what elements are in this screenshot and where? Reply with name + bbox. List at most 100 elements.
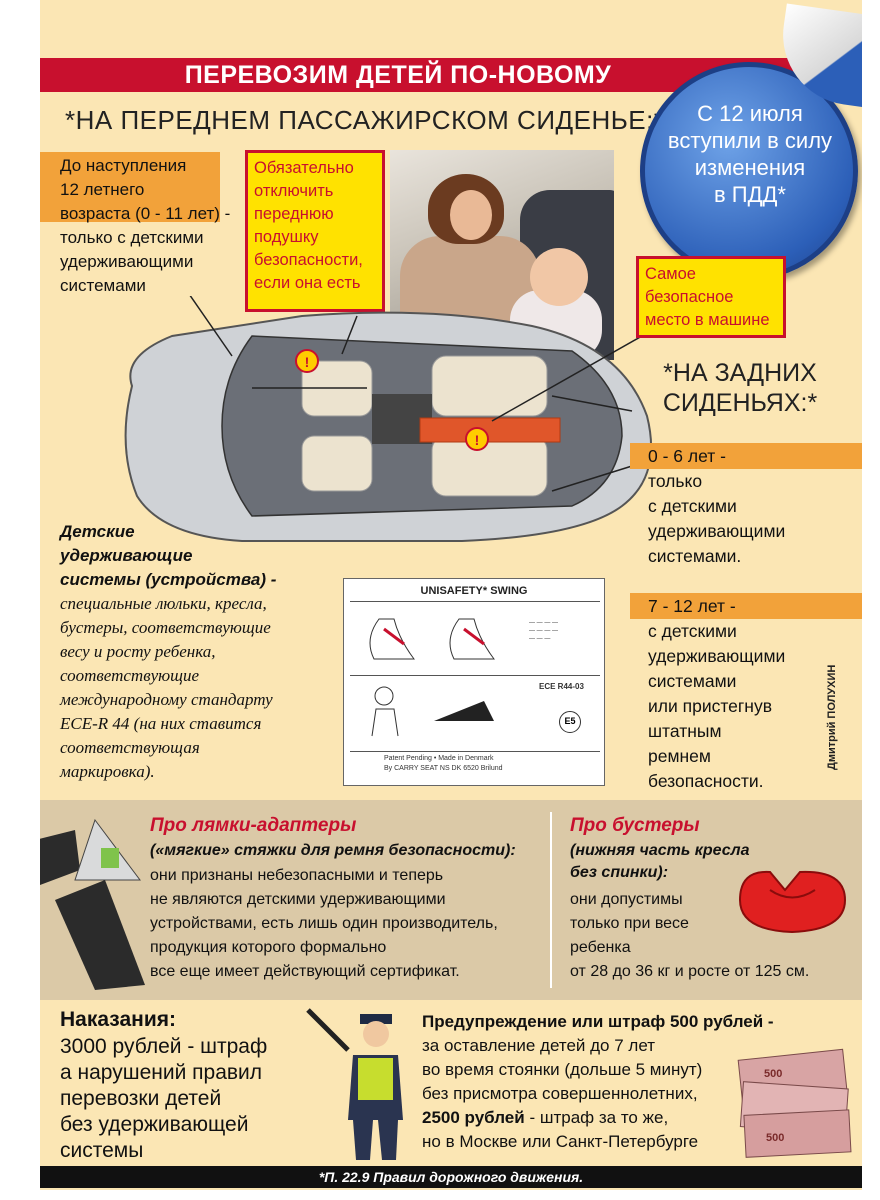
- penalty-line: 3000 рублей - штраф: [60, 1035, 268, 1058]
- label-standard-code: ECE R44-03: [539, 682, 584, 691]
- warning-line: 2500 рублей - штраф за то же,: [422, 1106, 742, 1130]
- footnote-bar: [40, 1166, 862, 1188]
- footnote: *П. 22.9 Правил дорожного движения.: [318, 1169, 584, 1185]
- warning-title: Предупреждение или штраф 500 рублей -: [422, 1012, 774, 1031]
- definition-line: бустеры, соответствующие: [60, 618, 271, 637]
- front-line: системами: [60, 276, 146, 295]
- banknotes-illustration: 500 500: [737, 1048, 852, 1158]
- car-topview-illustration: ! !: [124, 296, 653, 542]
- rear-line: безопасности.: [648, 771, 764, 791]
- adapters-title: Про лямки-адаптеры: [150, 815, 357, 836]
- adapters-line: устройствами, есть лишь один производите…: [150, 915, 498, 932]
- front-line: возраста (0 - 11 лет) -: [60, 204, 231, 223]
- adapters-line: они признаны небезопасными и теперь: [150, 867, 444, 884]
- warning-line: за оставление детей до 7 лет: [422, 1036, 656, 1055]
- rear-line: удерживающими: [648, 646, 786, 666]
- boosters-title: Про бустеры: [570, 815, 700, 836]
- front-line: До наступления: [60, 156, 187, 175]
- boosters-line: от 28 до 36 кг и росте от 125 см.: [570, 963, 810, 980]
- warning-text: за оставление детей до 7 лет во время ст…: [422, 1034, 742, 1154]
- fine-amount: 2500 рублей: [422, 1108, 525, 1127]
- rear-rule-0-6: 0 - 6 лет - только с детскими удерживающ…: [648, 444, 848, 569]
- definition-line: международному стандарту: [60, 690, 273, 709]
- front-line: только с детскими: [60, 228, 204, 247]
- banknote-value: 500: [764, 1068, 782, 1080]
- sticker-line: в ПДД*: [714, 182, 786, 207]
- booster-seat-illustration: [738, 870, 847, 934]
- definition-line: весу и росту ребенка,: [60, 642, 216, 661]
- boosters-line: они допустимы: [570, 891, 683, 908]
- rear-heading-line: *НА ЗАДНИХ: [663, 359, 817, 387]
- label-footer-1: Patent Pending • Made in Denmark: [384, 755, 494, 762]
- rear-line: штатным: [648, 721, 722, 741]
- label-divider: [350, 601, 600, 602]
- boosters-text: они допустимы только при весе ребенка от…: [570, 888, 862, 984]
- traffic-officer-illustration: [306, 1008, 403, 1160]
- label-seat-diagram: [369, 618, 495, 660]
- penalty-line: перевозки детей: [60, 1087, 222, 1110]
- page-title: ПЕРЕВОЗИМ ДЕТЕЙ ПО-НОВОМУ: [158, 58, 638, 92]
- label-title: UNISAFETY* SWING: [420, 585, 528, 597]
- definition-line: соответствующая: [60, 738, 200, 757]
- warning-line: во время стоянки (дольше 5 минут): [422, 1060, 703, 1079]
- warning-line: без присмотра совершеннолетних,: [422, 1084, 698, 1103]
- panel-divider: [550, 812, 552, 988]
- safest-line: безопасное: [645, 288, 734, 306]
- penalty-line: системы: [60, 1139, 144, 1162]
- svg-text:!: !: [475, 432, 480, 448]
- child-systems-definition: Детские удерживающие системы (устройства…: [60, 520, 360, 784]
- warning-marker-rear: [465, 427, 489, 451]
- rear-line: системами.: [648, 546, 742, 566]
- definition-title-line: системы (устройства) -: [60, 570, 277, 589]
- rear-line: с детскими: [648, 621, 737, 641]
- label-divider: [350, 751, 600, 752]
- adapters-line: не являются детскими удерживающими: [150, 891, 446, 908]
- banknote-value: 500: [766, 1132, 784, 1144]
- airbag-line: переднюю: [254, 205, 334, 223]
- sticker-line: изменения: [694, 155, 806, 180]
- definition-title-line: Детские: [60, 522, 135, 541]
- sticker-line: вступили в силу: [667, 128, 833, 153]
- adapters-line: продукция которого формально: [150, 939, 387, 956]
- adapters-subtitle: («мягкие» стяжки для ремня безопасности)…: [150, 842, 516, 859]
- svg-text:!: !: [305, 354, 310, 370]
- definition-title-line: удерживающие: [60, 546, 193, 565]
- woman-face-shape: [450, 190, 492, 240]
- rear-line: удерживающими: [648, 521, 786, 541]
- penalty-line: без удерживающей: [60, 1113, 249, 1136]
- rear-line: с детскими: [648, 496, 737, 516]
- front-line: 12 летнего: [60, 180, 145, 199]
- airbag-line: Обязательно: [254, 159, 354, 177]
- rear-line: ремнем: [648, 746, 711, 766]
- airbag-line: если она есть: [254, 274, 361, 292]
- middle-seat-highlight: [419, 417, 561, 443]
- safest-line: Самое: [645, 265, 696, 283]
- rear-age-band-1: [630, 443, 862, 469]
- fine-rest: - штраф за то же,: [524, 1108, 669, 1127]
- adapters-line: все еще имеет действующий сертификат.: [150, 963, 460, 980]
- rear-heading-line: СИДЕНЬЯХ:*: [662, 389, 818, 417]
- boosters-line: ребенка: [570, 939, 631, 956]
- sticker-line: С 12 июля: [697, 101, 803, 126]
- boosters-subtitle: (нижняя часть кресла без спинки):: [570, 840, 750, 884]
- rear-seats-heading: *НА ЗАДНИХ СИДЕНЬЯХ:*: [630, 358, 850, 418]
- label-footer-2: By CARRY SEAT NS DK 6520 Brilund: [384, 765, 503, 772]
- belt-adapter-illustration: [40, 818, 145, 990]
- definition-line: ECE-R 44 (на них ставится: [60, 714, 262, 733]
- boosters-subtitle-line: без спинки):: [570, 864, 669, 881]
- rear-age-band-2: [630, 593, 862, 619]
- safest-seat-callout: Самое безопасное место в машине: [636, 256, 786, 338]
- rear-age-label: 0 - 6 лет -: [648, 446, 726, 466]
- airbag-line: безопасности,: [254, 251, 363, 269]
- label-e-mark: E5: [559, 711, 581, 733]
- adapters-boosters-panel: [40, 800, 862, 1000]
- label-fine-print: — — — —— — — —— — —: [529, 620, 559, 642]
- adapters-text: они признаны небезопасными и теперь не я…: [150, 864, 545, 984]
- definition-line: специальные люльки, кресла,: [60, 594, 267, 613]
- rear-line: только: [648, 471, 703, 491]
- penalties-title: Наказания:: [60, 1008, 176, 1031]
- baby-head-shape: [530, 248, 588, 306]
- certification-label: UNISAFETY* SWING — — — —— — — —— — — ECE…: [343, 578, 605, 786]
- sticker-text: С 12 июля вступили в силу изменения в ПД…: [660, 100, 840, 208]
- penalty-line: а нарушений правил: [60, 1061, 263, 1084]
